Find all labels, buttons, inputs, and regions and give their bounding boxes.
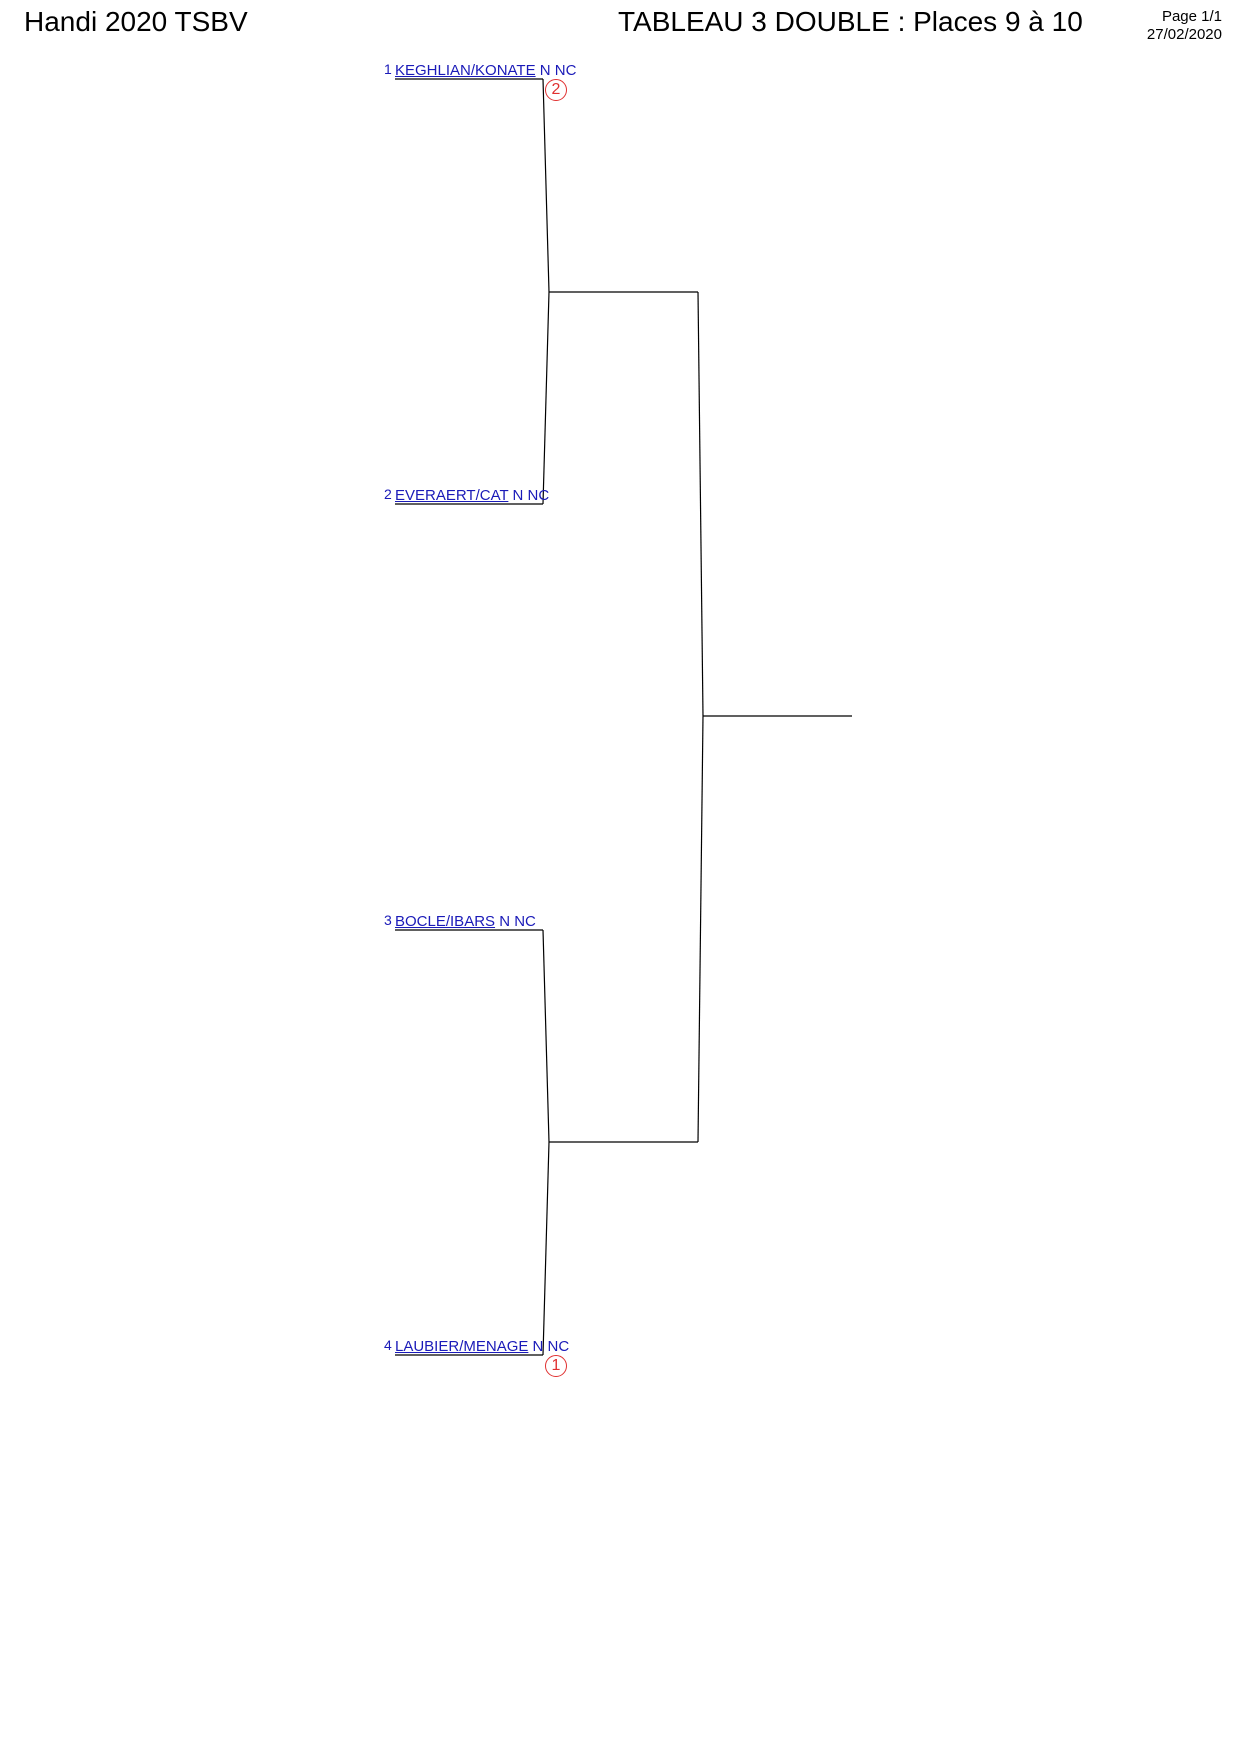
team-names[interactable]: LAUBIER/MENAGE [395, 1338, 529, 1355]
seed-number: 3 [384, 912, 392, 928]
seed-number: 2 [384, 486, 392, 502]
event-title: Handi 2020 TSBV [24, 6, 248, 37]
placement-badge: 2 [545, 79, 567, 101]
draw-title: TABLEAU 3 DOUBLE : Places 9 à 10 [618, 6, 1083, 37]
team-ranking: N NC [512, 487, 550, 504]
final-top-connector [697, 291, 704, 717]
entry-2[interactable]: EVERAERT/CAT N NC [395, 488, 549, 504]
team-ranking: N NC [539, 62, 577, 79]
page-meta: Page 1/1 27/02/2020 [1102, 8, 1222, 44]
print-date: 27/02/2020 [1146, 26, 1222, 43]
seed-number: 1 [384, 61, 392, 77]
page-number: Page 1/1 [1161, 8, 1222, 25]
team-names[interactable]: KEGHLIAN/KONATE [395, 62, 536, 79]
seed-number: 4 [384, 1337, 392, 1353]
entry-3[interactable]: BOCLE/IBARS N NC [395, 914, 536, 930]
team-names[interactable]: EVERAERT/CAT [395, 487, 509, 504]
team-ranking: N NC [499, 913, 536, 930]
match-2-bottom-connector [542, 1141, 550, 1356]
team-names[interactable]: BOCLE/IBARS [395, 913, 496, 930]
team-ranking: N NC [532, 1338, 570, 1355]
final-bottom-connector [697, 715, 704, 1143]
match-2-top-connector [542, 929, 550, 1143]
entry-1[interactable]: KEGHLIAN/KONATE N NC [395, 63, 576, 79]
entry-4[interactable]: LAUBIER/MENAGE N NC [395, 1339, 569, 1355]
match-1-top-connector [542, 78, 550, 293]
placement-badge: 1 [545, 1355, 567, 1377]
match-1-bottom-connector [542, 291, 550, 505]
